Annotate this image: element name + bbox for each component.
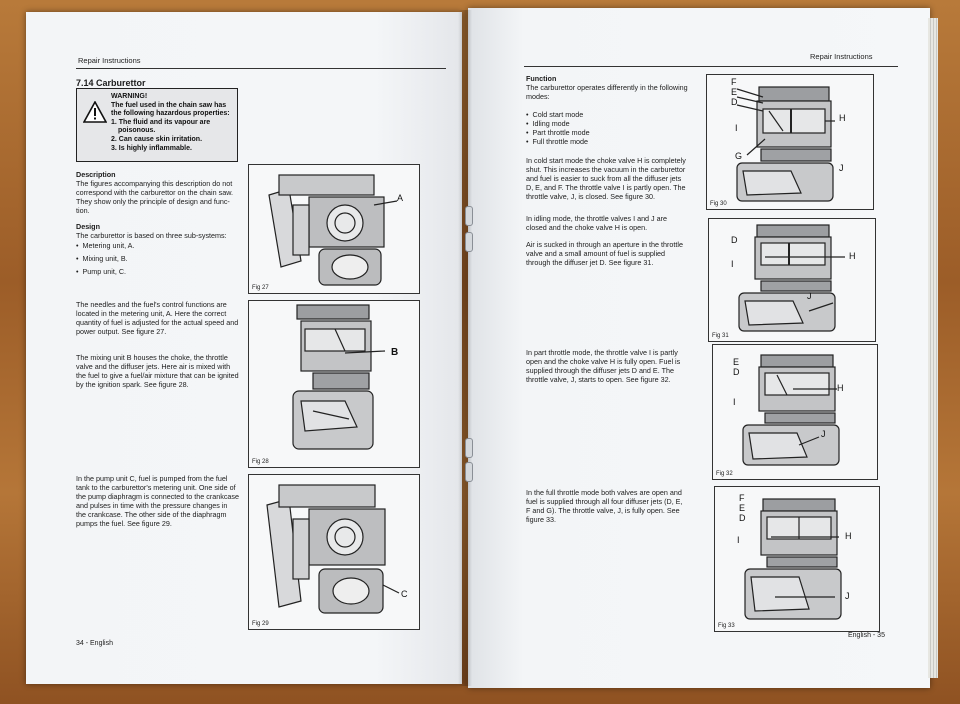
- label-I: I: [733, 397, 736, 407]
- warning-line: 3. Is highly inflammable.: [111, 144, 192, 152]
- label-I: I: [731, 259, 734, 269]
- label-H: H: [849, 251, 856, 261]
- label-E: E: [731, 87, 738, 97]
- figure-caption: Fig 29: [252, 621, 269, 627]
- figure-caption: Fig 31: [712, 333, 729, 339]
- figure-caption: Fig 33: [718, 623, 735, 629]
- figure-29: C Fig 29: [248, 474, 420, 630]
- staple: [465, 462, 473, 482]
- mixing-unit-diagram: [292, 304, 386, 450]
- text-line: tion.: [76, 206, 90, 215]
- label-H: H: [845, 531, 852, 541]
- section-title: 7.14 Carburettor: [76, 78, 146, 88]
- function-heading: Function: [526, 74, 557, 83]
- list-item: • Idling mode: [526, 119, 570, 128]
- figure-label: B: [391, 347, 399, 358]
- label-D: D: [731, 97, 738, 107]
- label-H: H: [839, 113, 846, 123]
- warning-title: WARNING!: [111, 93, 148, 100]
- full-throttle-paragraph: In the full throttle mode both valves ar…: [526, 488, 683, 524]
- figure-label: A: [397, 193, 404, 203]
- list-item: • Mixing unit, B.: [76, 254, 128, 263]
- label-J: J: [821, 429, 826, 439]
- pump-paragraph: In the pump unit C, fuel is pumped from …: [76, 474, 240, 528]
- label-J: J: [807, 291, 812, 301]
- right-running-header: Repair Instructions: [810, 52, 873, 61]
- warning-box: WARNING! The fuel used in the chain saw …: [76, 88, 238, 162]
- staple: [465, 438, 473, 458]
- left-page: Repair Instructions 7.14 Carburettor WAR…: [26, 12, 462, 684]
- figure-27: A Fig 27: [248, 164, 420, 294]
- warning-text: WARNING! The fuel used in the chain saw …: [111, 93, 233, 153]
- cold-start-paragraph: In cold start mode the choke valve H is …: [526, 156, 686, 201]
- label-G: G: [735, 151, 743, 161]
- label-I: I: [735, 123, 738, 133]
- page-edges: [928, 18, 938, 678]
- mixing-paragraph: The mixing unit B houses the choke, the …: [76, 353, 239, 389]
- text-line: correspond with the carburettor on the c…: [76, 188, 234, 197]
- figure-label: C: [401, 589, 408, 599]
- staple: [465, 206, 473, 226]
- description-block: Description The figures accompanying thi…: [76, 170, 266, 215]
- carburettor-diagram: [268, 174, 398, 286]
- label-J: J: [845, 591, 850, 601]
- description-heading: Description: [76, 170, 116, 179]
- warning-line: The fuel used in the chain saw has: [111, 101, 227, 109]
- warning-line: 1. The fluid and its vapour are: [111, 118, 211, 126]
- pump-unit-diagram: [266, 484, 400, 614]
- part-throttle-paragraph: In part throttle mode, the throttle valv…: [526, 348, 681, 384]
- design-intro: The carburettor is based on three sub-sy…: [76, 231, 227, 240]
- warning-triangle-icon: [83, 101, 107, 123]
- part-throttle-diagram: [742, 354, 840, 466]
- figure-caption: Fig 27: [252, 285, 269, 291]
- label-E: E: [739, 503, 746, 513]
- right-page: Repair Instructions Function The carbure…: [468, 8, 930, 688]
- idling-diagram: [738, 224, 845, 332]
- figure-caption: Fig 32: [716, 471, 733, 477]
- label-D: D: [731, 235, 738, 245]
- design-heading: Design: [76, 222, 100, 231]
- figure-31: D H I J Fig 31: [708, 218, 876, 342]
- idling-paragraph-1: In idling mode, the throttle valves I an…: [526, 214, 668, 232]
- label-I: I: [737, 535, 740, 545]
- left-running-header: Repair Instructions: [78, 56, 141, 65]
- full-throttle-diagram: [744, 498, 842, 620]
- label-E: E: [733, 357, 740, 367]
- list-item: • Part throttle mode: [526, 128, 590, 137]
- right-header-rule: [524, 66, 898, 67]
- list-item: • Full throttle mode: [526, 137, 589, 146]
- left-page-footer: 34 - English: [76, 640, 113, 647]
- figure-28: B Fig 28: [248, 300, 420, 468]
- right-page-footer: English - 35: [848, 632, 885, 639]
- book-gutter: [458, 10, 472, 686]
- label-J: J: [839, 163, 844, 173]
- function-block: Function The carburettor operates differ…: [526, 74, 706, 146]
- cold-start-diagram: [736, 86, 835, 202]
- label-F: F: [739, 493, 745, 503]
- figure-caption: Fig 28: [252, 459, 269, 465]
- figure-33: F E D H I J Fig 33: [714, 486, 880, 632]
- label-D: D: [739, 513, 746, 523]
- figure-32: E D H I J Fig 32: [712, 344, 878, 480]
- label-F: F: [731, 77, 737, 87]
- list-item: • Pump unit, C.: [76, 267, 127, 276]
- label-D: D: [733, 367, 740, 377]
- figure-caption: Fig 30: [710, 201, 727, 207]
- warning-line: the following hazardous properties:: [111, 110, 230, 118]
- list-item: • Metering unit, A.: [76, 241, 135, 250]
- list-item: • Cold start mode: [526, 110, 584, 119]
- warning-line: 2. Can cause skin irritation.: [111, 135, 203, 143]
- idling-paragraph-2: Air is sucked in through an aperture in …: [526, 240, 684, 267]
- text-line: The figures accompanying this descriptio…: [76, 179, 233, 188]
- label-H: H: [837, 383, 844, 393]
- figure-30: F E D H I G J Fig 30: [706, 74, 874, 210]
- metering-paragraph: The needles and the fuel's control funct…: [76, 300, 239, 336]
- warning-line: poisonous.: [118, 127, 156, 135]
- design-block: Design The carburettor is based on three…: [76, 222, 266, 276]
- left-header-rule: [76, 68, 446, 69]
- text-line: They show only the principle of design a…: [76, 197, 230, 206]
- staple: [465, 232, 473, 252]
